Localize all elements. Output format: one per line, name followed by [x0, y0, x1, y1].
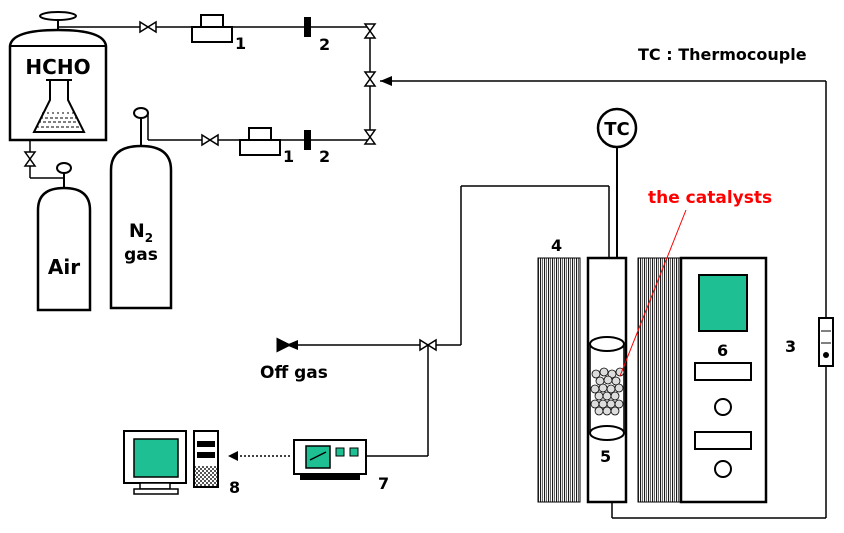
air-label: Air [48, 255, 80, 279]
label-3: 3 [785, 337, 796, 356]
label-1-lower: 1 [283, 147, 294, 166]
mass-flow-controller-lower [239, 127, 281, 156]
controller-screen [698, 274, 748, 332]
temperature-controller [679, 256, 768, 504]
n2-label: N2 [129, 220, 153, 245]
valve-mix-bottom-icon [363, 129, 377, 145]
off-gas-arrow-icon [286, 340, 298, 350]
valve-mix-top-icon [363, 23, 377, 39]
off-gas-label: Off gas [260, 363, 328, 383]
flask-icon [32, 79, 86, 133]
n2-cylinder: N2 gas [109, 107, 173, 310]
label-4: 4 [551, 236, 562, 255]
filter-top [304, 17, 311, 37]
catalyst-bed [590, 367, 625, 416]
arrow-to-mixer-icon [380, 76, 392, 86]
tc-legend: TC : Thermocouple [638, 45, 807, 64]
mass-flow-controller-top [191, 14, 233, 43]
label-2-top: 2 [319, 35, 330, 54]
valve-tank-icon [23, 151, 37, 167]
signal-arrow-icon [228, 451, 238, 461]
tank-label: HCHO [25, 55, 90, 79]
filter-lower [304, 130, 311, 150]
label-7: 7 [378, 474, 389, 493]
valve-mix-middle-icon [363, 71, 377, 87]
catalysts-pointer [619, 209, 687, 377]
catalysts-label: the catalysts [648, 188, 772, 208]
furnace-coil-left [537, 257, 581, 503]
label-8: 8 [229, 478, 240, 497]
computer-tower-icon [193, 430, 219, 488]
label-6: 6 [717, 341, 728, 360]
valve-top-icon [139, 20, 157, 34]
computer-monitor-icon [123, 430, 187, 495]
label-2-lower: 2 [319, 147, 330, 166]
tc-label: TC [604, 119, 630, 140]
air-cylinder: Air [36, 162, 92, 312]
furnace-coil-right [637, 257, 681, 503]
analyzer [293, 439, 367, 480]
n2-gas-label: gas [124, 245, 158, 265]
label-5: 5 [600, 447, 611, 466]
flowmeter-3 [818, 317, 834, 367]
label-1-top: 1 [235, 34, 246, 53]
valve-lower-icon [201, 133, 219, 147]
